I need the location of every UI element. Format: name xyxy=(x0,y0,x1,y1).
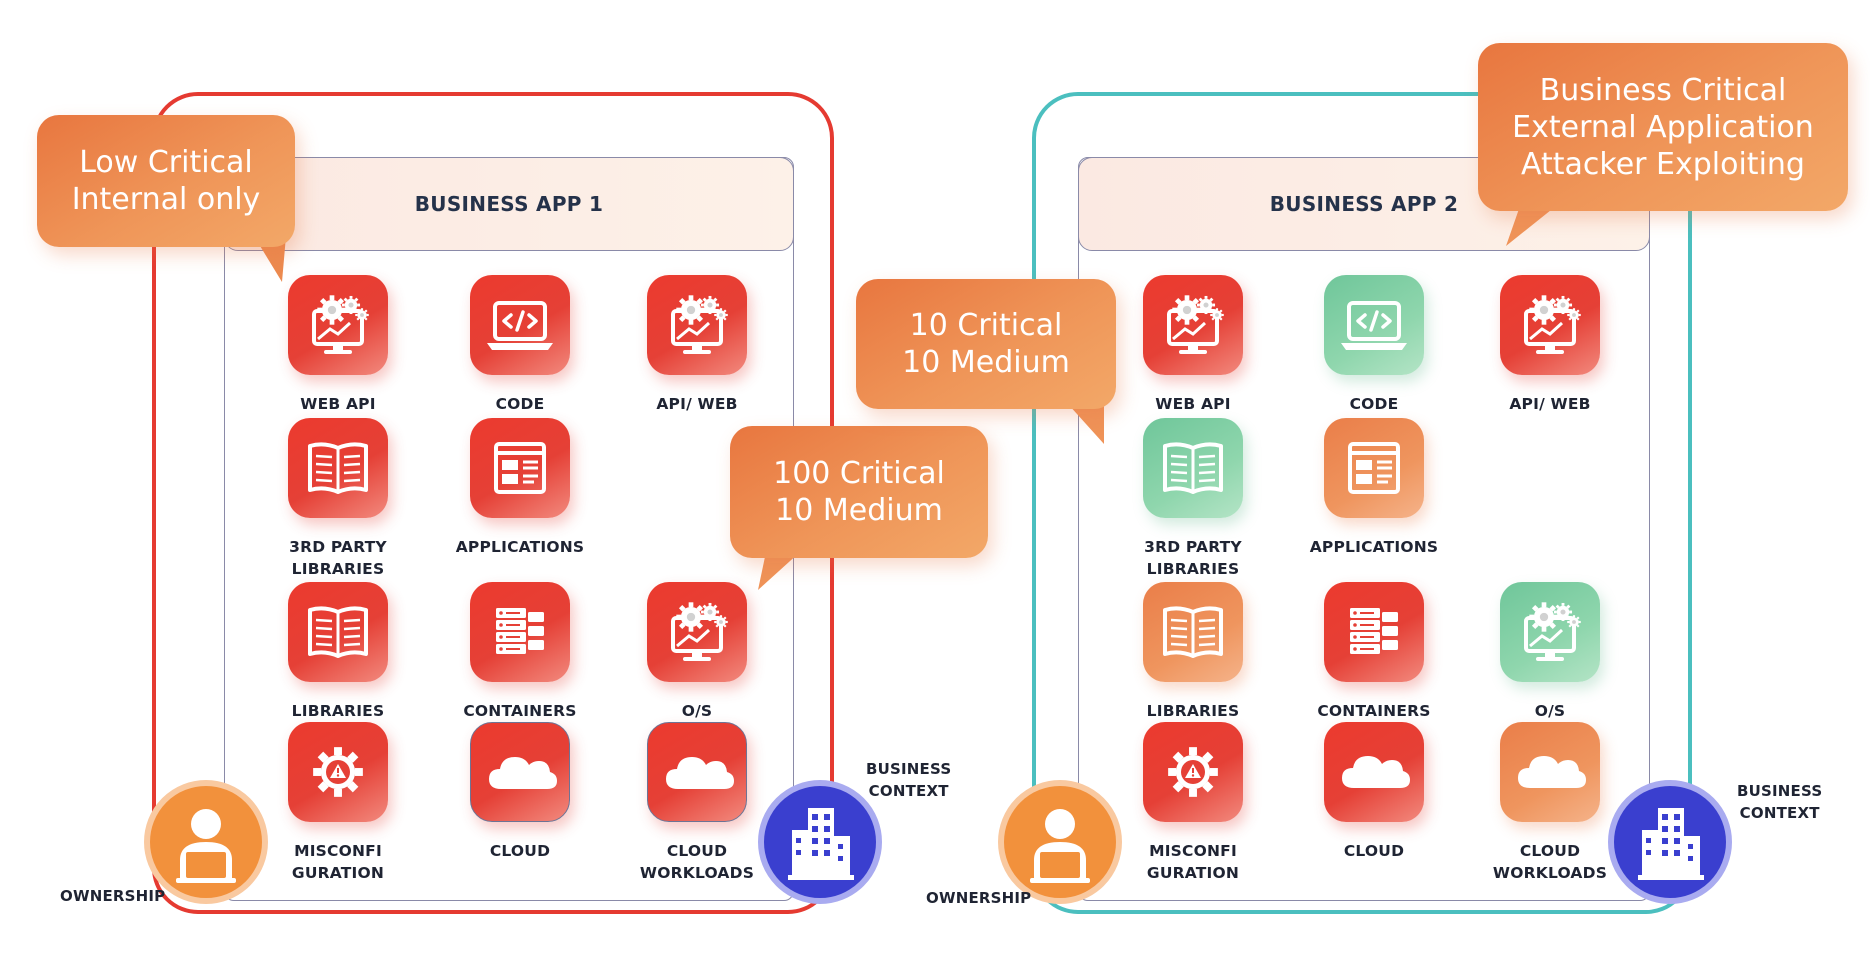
app2-tile-label: CONTAINERS xyxy=(1317,702,1431,720)
app1-tile-api-web xyxy=(647,275,747,375)
monitor-gears-icon xyxy=(1167,295,1224,354)
app2-tile-api-web xyxy=(1500,275,1600,375)
person-laptop-icon xyxy=(1030,809,1090,883)
app1-tile-label: CLOUD xyxy=(489,842,551,860)
app1-tile-label: CODE xyxy=(495,395,545,413)
app2-frame xyxy=(1032,92,1692,914)
app1-tile-code xyxy=(470,275,570,375)
book-icon xyxy=(1163,442,1223,494)
app2-tile-misconfi-guration xyxy=(1143,722,1243,822)
ownership-label-app1: OWNERSHIP xyxy=(60,887,166,905)
cloud-icon xyxy=(1518,756,1586,788)
monitor-gears-icon xyxy=(1524,295,1581,354)
callout-tail-app2-findings xyxy=(1068,404,1104,444)
callout-app1-findings: 100 Critical 10 Medium xyxy=(730,426,988,558)
business-context-badge-app1 xyxy=(758,780,882,904)
app1-tile-libraries xyxy=(288,582,388,682)
app1-tile-label: 3RD PARTY LIBRARIES xyxy=(289,538,387,578)
app1-tile-web-api xyxy=(288,275,388,375)
app1-tile-label: APPLICATIONS xyxy=(455,538,585,556)
app1-tile-misconfi-guration xyxy=(288,722,388,822)
app2-tile-label: MISCONFI GURATION xyxy=(1146,842,1240,882)
app-window-icon xyxy=(494,442,546,494)
app2-tile-label: O/S xyxy=(1534,702,1566,720)
gear-warning-icon xyxy=(1168,747,1218,797)
ownership-badge-app2 xyxy=(998,780,1122,904)
monitor-gears-icon xyxy=(1524,602,1581,661)
app2-tile-code xyxy=(1324,275,1424,375)
app1-tile-label: CONTAINERS xyxy=(463,702,577,720)
app2-tile-containers xyxy=(1324,582,1424,682)
app1-tile-label: LIBRARIES xyxy=(291,702,385,720)
office-building-icon xyxy=(788,808,854,880)
cloud-icon xyxy=(666,757,734,789)
app2-tile-label: CLOUD xyxy=(1343,842,1405,860)
app-window-icon xyxy=(1348,442,1400,494)
cloud-icon xyxy=(1342,756,1410,788)
app2-tile-label: LIBRARIES xyxy=(1146,702,1240,720)
callout-app1-context: Low Critical Internal only xyxy=(37,115,295,247)
app2-tile-label: 3RD PARTY LIBRARIES xyxy=(1144,538,1242,578)
callout-app2-findings: 10 Critical 10 Medium xyxy=(856,279,1116,409)
business-context-badge-app2 xyxy=(1608,780,1732,904)
app1-title: BUSINESS APP 1 xyxy=(224,157,794,251)
app2-tile-web-api xyxy=(1143,275,1243,375)
app1-tile-label: MISCONFI GURATION xyxy=(291,842,385,882)
callout-tail-app1-context xyxy=(254,236,286,282)
app2-tile-applications xyxy=(1324,418,1424,518)
ownership-label-app2: OWNERSHIP xyxy=(926,889,1032,907)
app2-tile-libraries xyxy=(1143,582,1243,682)
callout-tail-app2-context xyxy=(1506,206,1556,246)
app2-tile-o-s xyxy=(1500,582,1600,682)
ownership-badge-app1 xyxy=(144,780,268,904)
server-stack-icon xyxy=(1350,608,1398,654)
app1-tile-3rd-party-libraries xyxy=(288,418,388,518)
app2-tile-label: WEB API xyxy=(1155,395,1231,413)
server-stack-icon xyxy=(496,608,544,654)
app2-tile-cloud xyxy=(1324,722,1424,822)
book-icon xyxy=(308,606,368,658)
person-laptop-icon xyxy=(176,809,236,883)
monitor-gears-icon xyxy=(671,602,728,661)
callout-app2-context: Business Critical External Application A… xyxy=(1478,43,1848,211)
monitor-gears-icon xyxy=(312,295,369,354)
office-building-icon xyxy=(1638,808,1704,880)
book-icon xyxy=(308,442,368,494)
cloud-icon xyxy=(489,757,557,789)
gear-warning-icon xyxy=(313,747,363,797)
app1-tile-label: O/S xyxy=(681,702,713,720)
app2-tile-label: CLOUD WORKLOADS xyxy=(1492,842,1608,882)
app1-tile-containers xyxy=(470,582,570,682)
app1-tile-applications xyxy=(470,418,570,518)
app1-tile-cloud xyxy=(470,722,570,822)
laptop-code-icon xyxy=(487,301,553,350)
app2-tile-cloud-workloads xyxy=(1500,722,1600,822)
app2-tile-label: CODE xyxy=(1349,395,1399,413)
app1-tile-label: API/ WEB xyxy=(656,395,738,413)
book-icon xyxy=(1163,606,1223,658)
app1-tile-o-s xyxy=(647,582,747,682)
app1-tile-label: CLOUD WORKLOADS xyxy=(639,842,755,882)
business-context-label-app2: BUSINESS CONTEXT xyxy=(1737,782,1823,822)
app2-tile-3rd-party-libraries xyxy=(1143,418,1243,518)
business-context-label-app1: BUSINESS CONTEXT xyxy=(866,760,952,800)
app2-tile-label: APPLICATIONS xyxy=(1309,538,1439,556)
app1-tile-label: WEB API xyxy=(300,395,376,413)
laptop-code-icon xyxy=(1341,301,1407,350)
app2-tile-label: API/ WEB xyxy=(1509,395,1591,413)
callout-tail-app1-findings xyxy=(758,552,800,590)
monitor-gears-icon xyxy=(671,295,728,354)
app1-tile-cloud-workloads xyxy=(647,722,747,822)
